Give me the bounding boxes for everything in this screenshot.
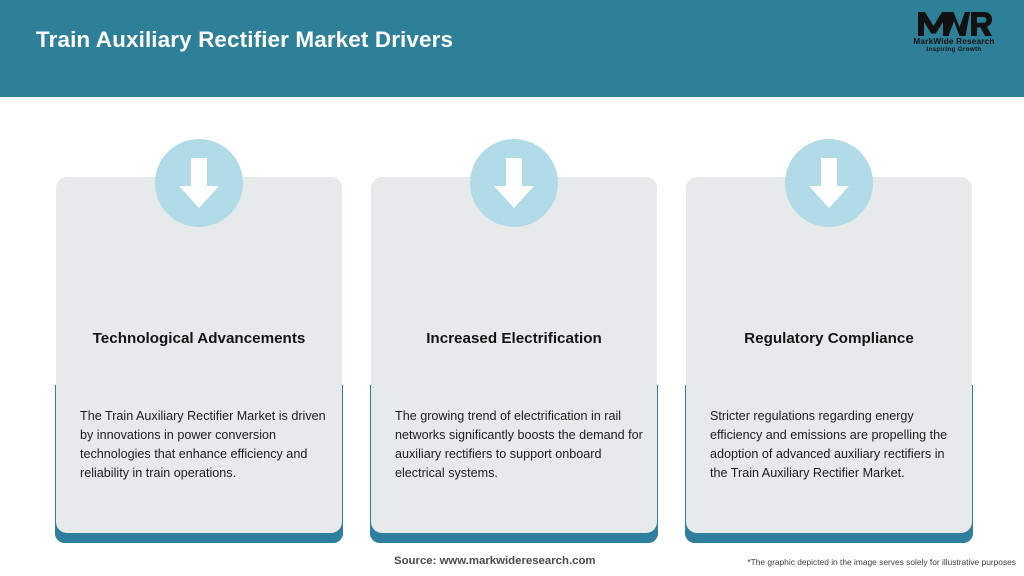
arrow-down-icon — [785, 139, 873, 227]
brand-logo: MarkWide Research Inspiring Growth — [900, 10, 1008, 60]
driver-card-group: Technological Advancements The Train Aux… — [42, 97, 356, 544]
driver-card-title: Technological Advancements — [92, 330, 306, 347]
driver-card[interactable]: Technological Advancements The Train Aux… — [56, 177, 342, 533]
disclaimer-label: *The graphic depicted in the image serve… — [747, 557, 1016, 567]
mwr-logo-icon — [918, 12, 992, 36]
driver-card-group: Increased Electrification The growing tr… — [357, 97, 671, 544]
driver-card-body: The growing trend of electrification in … — [395, 409, 643, 480]
driver-card[interactable]: Regulatory Compliance Stricter regulatio… — [686, 177, 972, 533]
arrow-down-icon — [470, 139, 558, 227]
source-label: Source: www.markwideresearch.com — [394, 555, 596, 567]
driver-card-body: The Train Auxiliary Rectifier Market is … — [80, 409, 326, 480]
arrow-down-icon — [155, 139, 243, 227]
driver-card-title: Increased Electrification — [426, 330, 602, 347]
logo-tagline: Inspiring Growth — [926, 45, 982, 53]
page-title: Train Auxiliary Rectifier Market Drivers — [36, 27, 454, 52]
logo-company-name: MarkWide Research — [913, 37, 995, 46]
header-bar: Train Auxiliary Rectifier Market Drivers… — [0, 0, 1024, 97]
footer: Source: www.markwideresearch.com *The gr… — [0, 544, 1024, 576]
driver-card[interactable]: Increased Electrification The growing tr… — [371, 177, 657, 533]
drivers-card-row: Technological Advancements The Train Aux… — [0, 97, 1024, 544]
driver-card-body: Stricter regulations regarding energy ef… — [710, 409, 948, 480]
driver-card-group: Regulatory Compliance Stricter regulatio… — [672, 97, 986, 544]
driver-card-title: Regulatory Compliance — [744, 330, 914, 347]
